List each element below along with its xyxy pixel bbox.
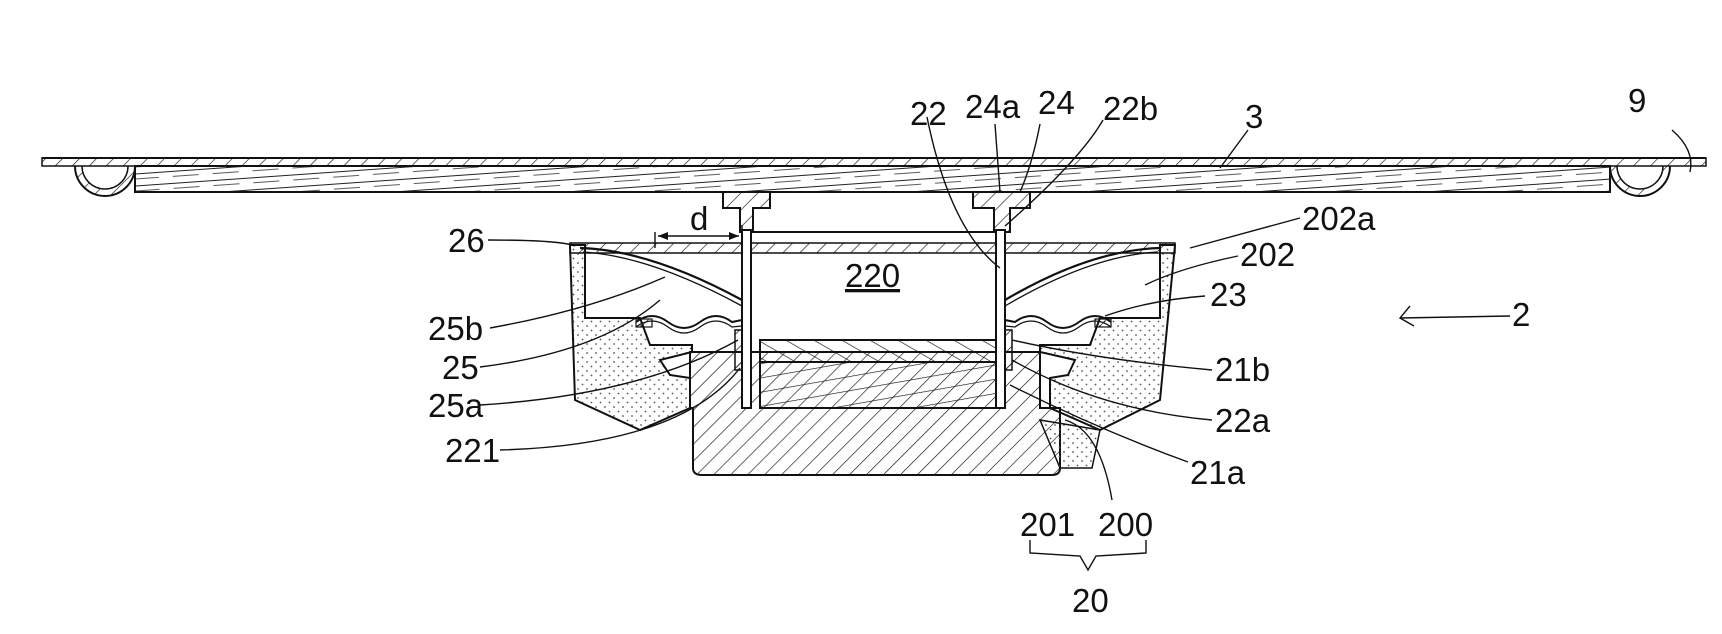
top-plate-21b	[759, 339, 999, 363]
bobbin-left	[734, 229, 752, 409]
frame-202	[568, 242, 1177, 432]
reference-labels: 22 24a 24 22b 3 9 26 d 202a 202 220 23 2…	[428, 82, 1646, 619]
label-25a: 25a	[428, 387, 484, 424]
label-9: 9	[1628, 82, 1646, 119]
spider-25	[635, 315, 743, 334]
right-surround-ring	[1609, 165, 1671, 197]
label-22: 22	[910, 95, 947, 132]
spider-23	[1004, 315, 1112, 334]
label-202: 202	[1240, 236, 1295, 273]
label-201: 201	[1020, 506, 1075, 543]
label-2: 2	[1512, 296, 1530, 333]
label-22b: 22b	[1103, 90, 1158, 127]
label-25: 25	[442, 349, 479, 386]
label-220: 220	[845, 257, 900, 294]
label-24: 24	[1038, 84, 1075, 121]
label-25b: 25b	[428, 310, 483, 347]
label-22a: 22a	[1215, 402, 1271, 439]
bobbin-right	[995, 229, 1013, 409]
right-coupler	[972, 191, 1031, 233]
label-20: 20	[1072, 582, 1109, 619]
label-d: d	[690, 200, 708, 237]
left-coupler	[722, 191, 771, 233]
label-24a: 24a	[965, 88, 1021, 125]
label-200: 200	[1098, 506, 1153, 543]
dimension-d	[654, 225, 743, 248]
label-3: 3	[1245, 98, 1263, 135]
leader-lines	[479, 116, 1692, 572]
label-23: 23	[1210, 276, 1247, 313]
label-21b: 21b	[1215, 351, 1270, 388]
label-221: 221	[445, 432, 500, 469]
panel-plate	[41, 157, 1707, 193]
diaphragm-26	[579, 246, 1161, 307]
magnet-21a	[759, 361, 999, 409]
label-26: 26	[448, 222, 485, 259]
label-202a: 202a	[1302, 200, 1376, 237]
left-surround-ring	[74, 165, 136, 197]
label-21a: 21a	[1190, 454, 1246, 491]
